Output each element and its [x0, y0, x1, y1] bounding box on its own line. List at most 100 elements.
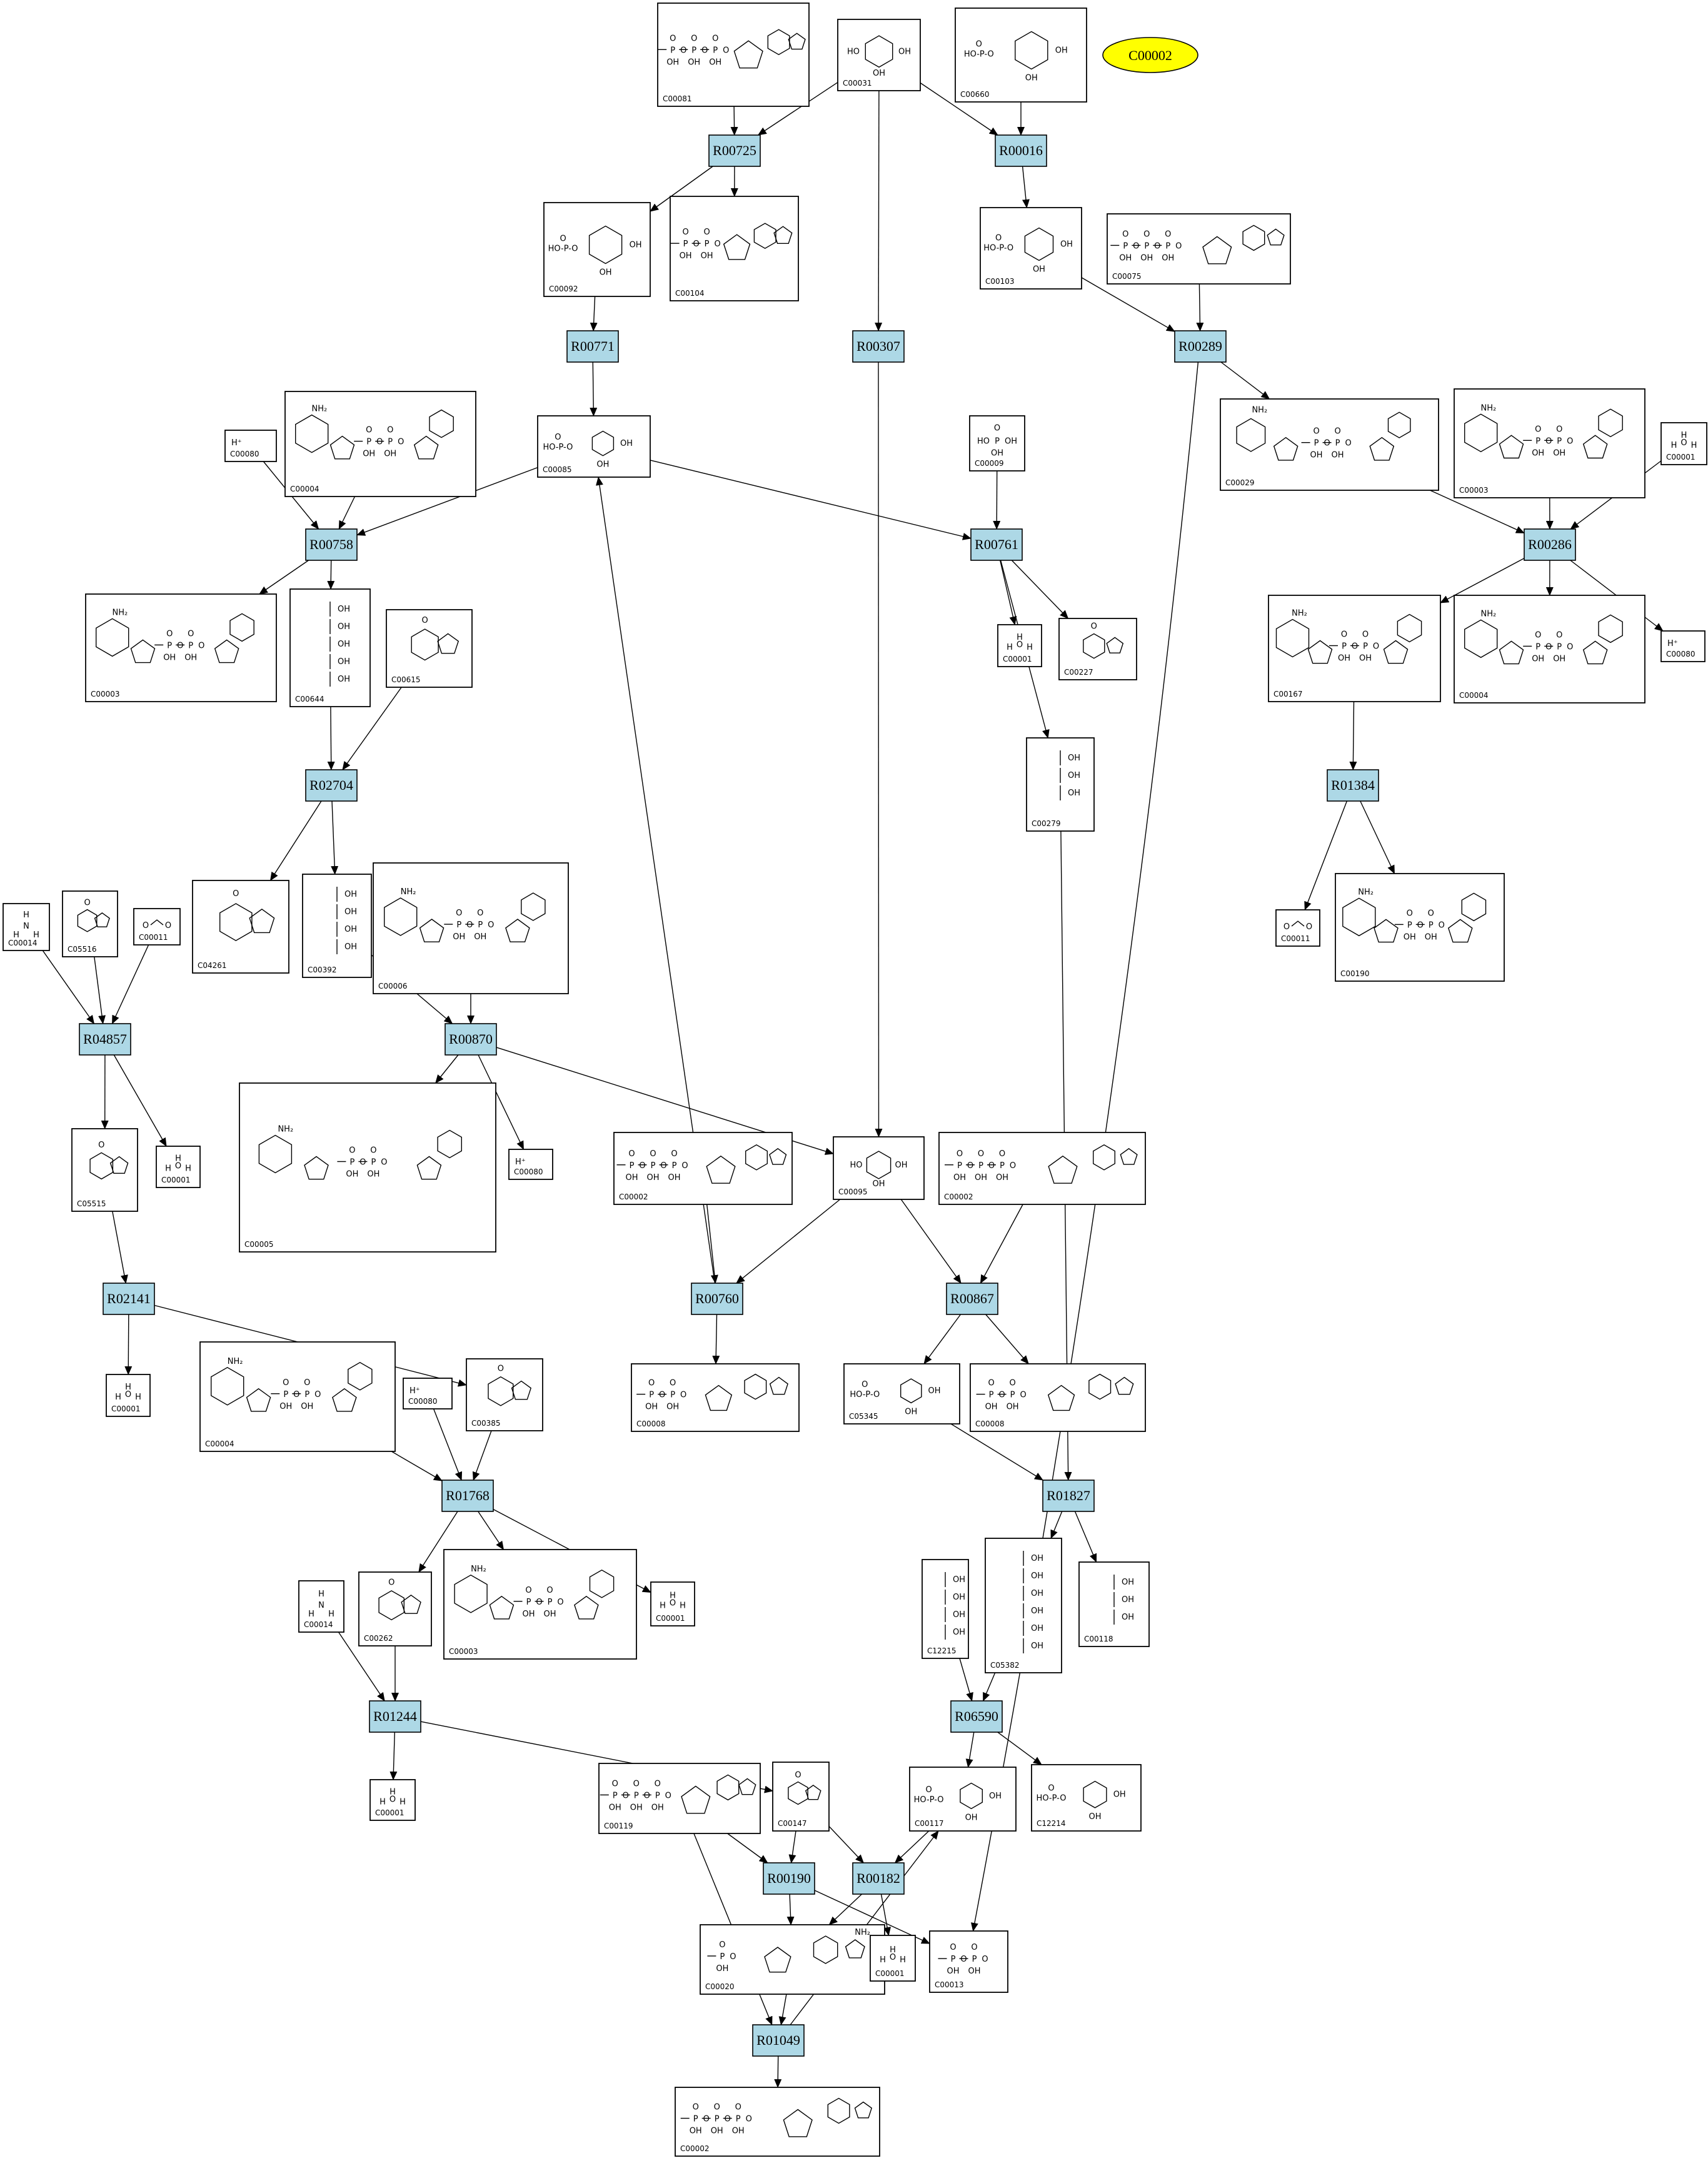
reaction-node[interactable]: R00286 [1524, 528, 1576, 561]
ring-bond [1598, 408, 1623, 438]
compound-node[interactable]: H⁺C00080 [508, 1149, 553, 1180]
reaction-node[interactable]: R00016 [995, 134, 1047, 167]
ring-bond [753, 223, 776, 250]
atom-label: O [388, 1578, 394, 1588]
atom-label: OH [1140, 253, 1153, 263]
highlight-node[interactable]: C00002 [1102, 37, 1198, 73]
reaction-node[interactable]: R02141 [103, 1283, 155, 1315]
compound-node[interactable]: H⁺C00080 [224, 430, 277, 462]
reaction-node[interactable]: R04857 [79, 1023, 131, 1056]
atom-label: P [978, 1161, 983, 1171]
reaction-node[interactable]: R01827 [1042, 1480, 1095, 1512]
reaction-node[interactable]: R00867 [946, 1283, 998, 1315]
reaction-node[interactable]: R00289 [1174, 330, 1227, 363]
reaction-node[interactable]: R00758 [305, 528, 358, 561]
reaction-node[interactable]: R00870 [445, 1023, 497, 1056]
atom-label: OH [596, 460, 609, 470]
reaction-node[interactable]: R00760 [691, 1283, 743, 1315]
compound-id: C00003 [91, 690, 120, 698]
compound-node[interactable]: H⁺C00080 [403, 1378, 453, 1409]
reaction-node[interactable]: R01384 [1327, 769, 1379, 802]
reaction-node[interactable]: R01049 [752, 2024, 805, 2057]
reaction-node[interactable]: R00725 [708, 134, 761, 167]
reaction-node[interactable]: R00190 [763, 1862, 815, 1895]
compound-frame [85, 593, 277, 702]
compound-node[interactable]: H⁺C00080 [1660, 630, 1705, 662]
reaction-node[interactable]: R01768 [441, 1480, 494, 1512]
atom-label: NH₂ [471, 1565, 486, 1574]
reaction-node[interactable]: R00771 [566, 330, 619, 363]
reaction-node[interactable]: R00182 [852, 1862, 905, 1895]
reaction-node[interactable]: R00307 [852, 330, 905, 363]
reaction-node[interactable]: R02704 [305, 769, 358, 802]
atom-label: P [670, 1391, 675, 1400]
reaction-node[interactable]: R00761 [970, 528, 1023, 561]
atom-label: OH [344, 907, 357, 917]
reaction-node[interactable]: R01244 [369, 1700, 421, 1733]
edge-arrow [985, 1314, 1029, 1364]
atom-label: O [659, 1391, 665, 1400]
reaction-node[interactable]: R06590 [950, 1700, 1003, 1733]
